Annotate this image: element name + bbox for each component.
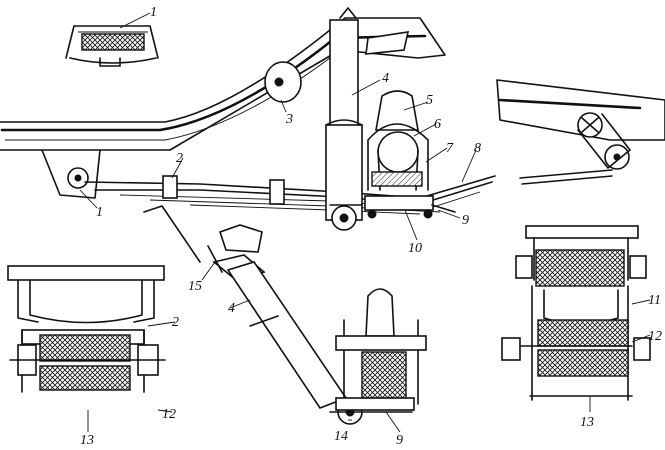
callout-15: 15	[188, 279, 202, 294]
callout-12-left: 12	[162, 407, 176, 422]
callout-14: 14	[334, 429, 348, 444]
callout-13-left: 13	[80, 433, 94, 448]
callout-1-section: 2	[172, 315, 179, 330]
callout-5: 5	[426, 93, 433, 108]
section-front-bracket	[7, 265, 166, 393]
callout-10: 10	[408, 241, 422, 256]
callout-1-top: 1	[96, 205, 103, 220]
shackle-detail	[496, 79, 665, 185]
callout-8: 8	[474, 141, 481, 156]
callout-2-spring: 2	[176, 151, 183, 166]
section-axle-clamp	[329, 288, 427, 413]
frame-bolt-detail	[264, 61, 302, 103]
callout-9-bottom: 9	[396, 433, 403, 448]
axle-clamp-assembly	[329, 90, 456, 219]
callout-12-right: 12	[648, 329, 662, 344]
callout-3: 3	[285, 112, 293, 127]
frame-rail	[0, 7, 446, 151]
callout-labels: 1 2 3 4 5 6 7 8 9 10 1 2 4 15 12 13 14 9…	[80, 5, 662, 448]
section-rear-shackle	[501, 225, 651, 401]
callout-6: 6	[434, 117, 441, 132]
callout-2-top: 1	[150, 5, 157, 20]
section-spring-guide	[65, 25, 159, 67]
callout-4-exploded: 4	[228, 301, 235, 316]
shock-absorber-mounted	[325, 19, 363, 231]
callout-7: 7	[446, 141, 454, 156]
callout-4-mounted: 4	[382, 71, 389, 86]
callout-11: 11	[648, 293, 661, 308]
callout-13-right: 13	[580, 415, 594, 430]
spring-bracket-front	[41, 149, 101, 199]
callout-9-top: 9	[462, 213, 469, 228]
leader-lines	[79, 12, 651, 433]
